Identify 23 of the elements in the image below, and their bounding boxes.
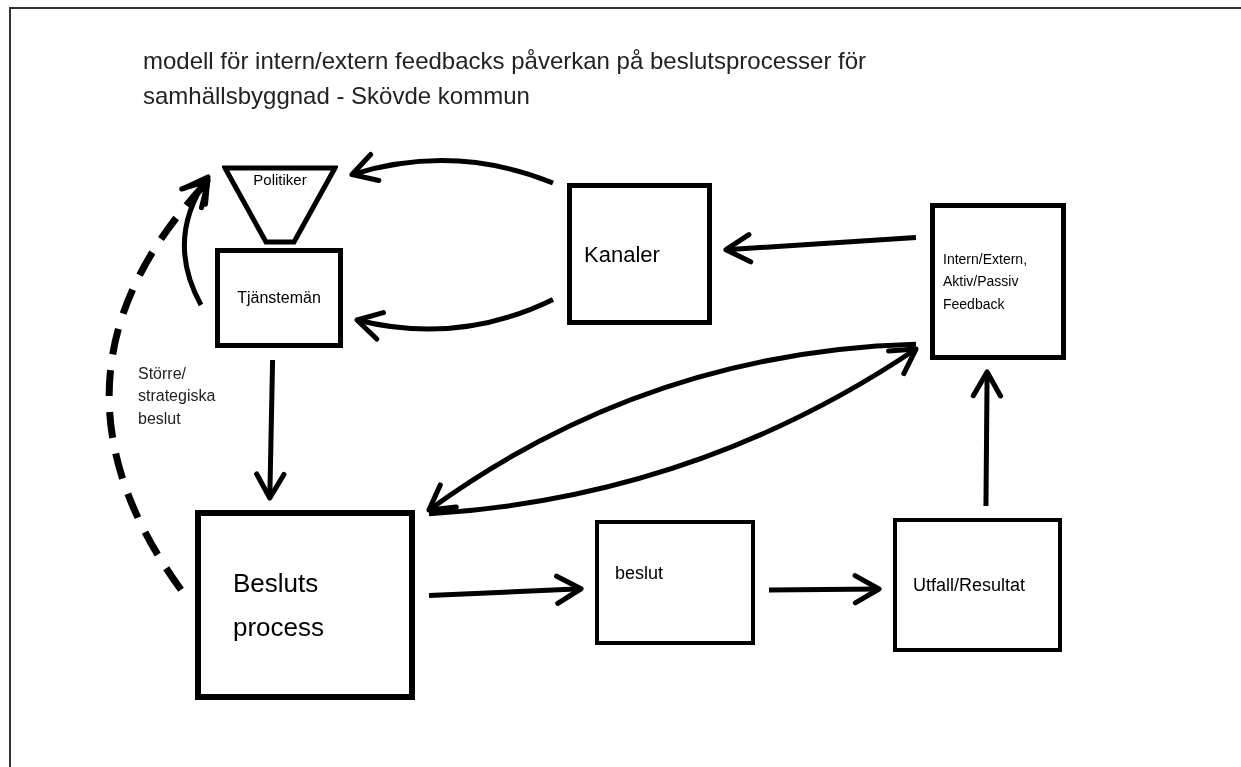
node-label: beslut <box>615 562 664 585</box>
node-label: Politiker <box>253 171 307 190</box>
node-label: Kanaler <box>584 240 660 269</box>
process-box <box>215 248 343 348</box>
arrow <box>723 232 917 265</box>
arrow <box>254 359 287 501</box>
process-box <box>567 183 712 325</box>
node-label: Intern/Extern, Aktiv/Passiv Feedback <box>943 249 1029 314</box>
arrow <box>354 297 555 341</box>
node-label: Utfall/Resultat <box>913 573 1026 597</box>
funnel-shape <box>222 165 338 245</box>
node-label: Tjänstemän <box>237 288 321 308</box>
arrow <box>181 174 211 307</box>
arrow <box>768 573 882 606</box>
process-box <box>595 520 755 645</box>
process-box <box>195 510 415 700</box>
arrow <box>428 573 584 606</box>
process-box <box>930 203 1066 360</box>
arrow <box>970 369 1004 507</box>
node-label: Besluts process <box>233 566 326 644</box>
diagram-title: modell för intern/extern feedbacks påverkan på beslutsprocesser för samhällsbyggnad - Skövde kommun <box>143 46 868 111</box>
process-box <box>893 518 1062 652</box>
arrow <box>349 152 554 186</box>
